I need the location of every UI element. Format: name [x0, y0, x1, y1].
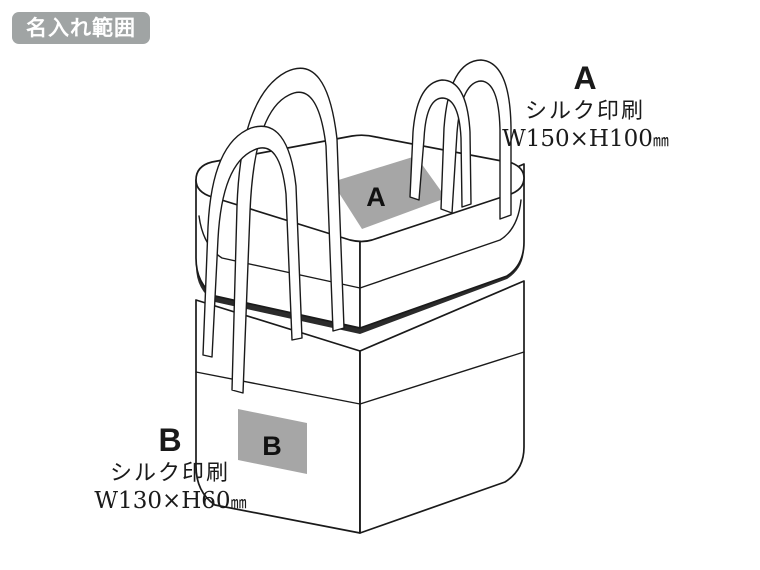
handle-left-outer [231, 67, 345, 394]
callout-a-method: シルク印刷 [524, 98, 645, 124]
body-left-seam [195, 371, 361, 405]
handle-left-inner [202, 125, 303, 358]
callout-a-unit: ㎜ [652, 131, 669, 151]
callout-a: A シルク印刷 W150×H100㎜ [470, 60, 700, 154]
body-right-seam [359, 351, 525, 405]
callout-b-unit: ㎜ [230, 493, 247, 513]
lid-right-wall [359, 163, 525, 329]
callout-a-dimensions: W150×H100㎜ [470, 125, 700, 154]
handle-right-inner [409, 79, 472, 208]
callout-b-dimensions: W130×H60㎜ [55, 487, 285, 516]
imprint-area-b-label: B [262, 431, 282, 461]
callout-a-dimensions-value: W150×H100 [502, 126, 653, 153]
callout-b-dimensions-value: W130×H60 [94, 488, 231, 515]
lid-right-wall-seam [359, 199, 522, 289]
imprint-range-badge: 名入れ範囲 [12, 12, 150, 44]
imprint-area-b [238, 409, 307, 474]
badge-label: 名入れ範囲 [26, 15, 136, 40]
body-right-face [359, 280, 525, 534]
callout-b: B シルク印刷 W130×H60㎜ [55, 422, 285, 516]
imprint-area-a-label: A [366, 182, 386, 212]
callout-b-letter: B [158, 422, 182, 458]
callout-b-method: シルク印刷 [109, 460, 230, 486]
callout-a-letter: A [573, 60, 597, 96]
